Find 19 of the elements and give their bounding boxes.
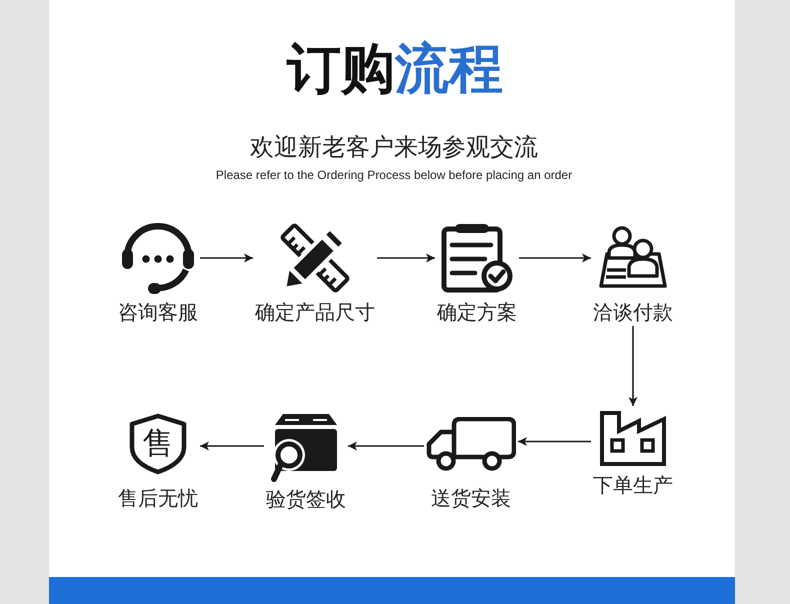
step-label: 咨询客服 <box>118 300 198 324</box>
arrow <box>518 437 591 446</box>
arrow <box>377 254 435 262</box>
step-label: 洽谈付款 <box>593 300 673 324</box>
subtitle-english: Please refer to the Ordering Process below before placing an order <box>216 167 572 183</box>
subtitle: 欢迎新老客户来场参观交流 <box>250 132 538 163</box>
step-label: 售后无忧 <box>118 486 198 510</box>
arrow <box>200 254 253 262</box>
arrow <box>200 442 264 450</box>
step-label: 下单生产 <box>593 473 673 497</box>
arrow <box>628 326 638 406</box>
step-label: 确定产品尺寸 <box>255 300 375 324</box>
arrow <box>348 442 424 450</box>
step-label: 确定方案 <box>437 300 517 324</box>
shield-character: 售 <box>142 426 174 460</box>
step-label: 验货签收 <box>266 487 346 511</box>
step-label: 送货安装 <box>431 486 511 510</box>
arrow <box>519 254 591 262</box>
title: 订购流程 <box>287 36 503 102</box>
